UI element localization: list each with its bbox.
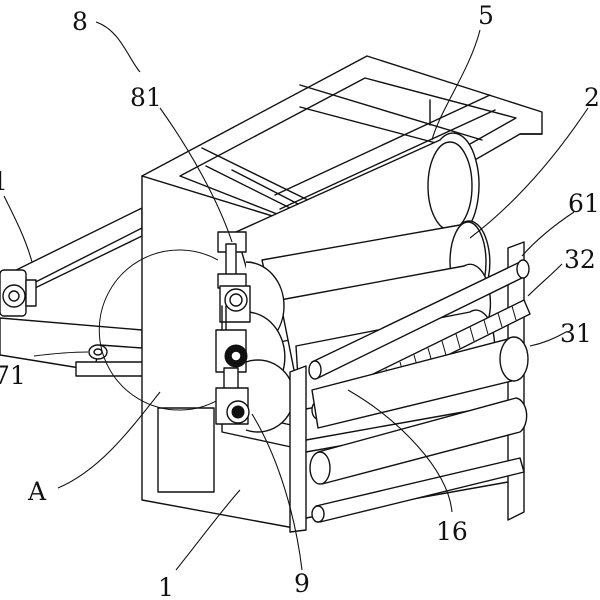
motor-71	[0, 269, 37, 317]
detail-circle-a	[98, 249, 219, 411]
label-71: 71	[0, 361, 26, 390]
label-31: 31	[560, 319, 592, 348]
label-8: 8	[72, 7, 88, 36]
label-2: 2	[584, 83, 600, 112]
label-61: 61	[568, 189, 600, 218]
label-32: 32	[564, 245, 596, 274]
label-1-left: 1	[0, 167, 8, 196]
leader-lines	[3, 21, 589, 571]
roller-61	[308, 259, 530, 380]
label-5: 5	[478, 1, 494, 30]
label-16: 16	[436, 517, 468, 546]
front-roller-stack	[245, 261, 295, 433]
lower-rollers	[309, 397, 528, 523]
label-9: 9	[294, 569, 310, 598]
label-a: A	[27, 477, 47, 506]
roller-31	[311, 336, 529, 429]
label-1-bottom: 1	[158, 573, 174, 600]
drive-assembly-81	[215, 231, 251, 425]
shaft-71	[75, 344, 147, 377]
label-81: 81	[130, 83, 162, 112]
